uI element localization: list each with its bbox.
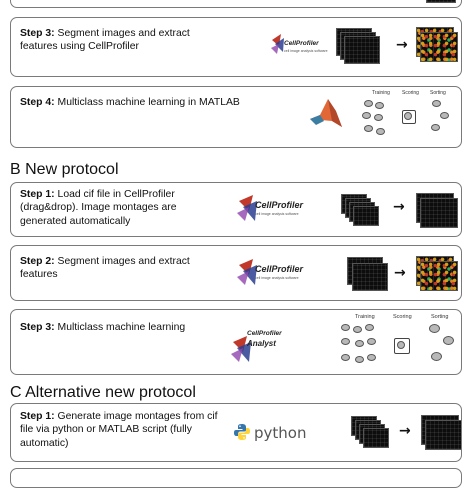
cellprofiler-logo-subtitle: cell image analysis software [255,212,299,216]
cellprofiler-logo-icon [237,259,257,285]
cell-icon [440,112,449,119]
cell-icon [364,100,373,107]
ml-header-scoring: Scoring [393,314,412,320]
step-text: Step 3: Segment images and extract featu… [20,27,225,54]
cell-icon [365,324,374,331]
cpa-logo-line2: Analyst [247,339,276,348]
ml-header-training: Training [355,314,375,320]
cell-icon [341,354,350,361]
cell-icon [429,324,440,333]
cellprofiler-logo-text: CellProfiler [255,264,304,274]
step-label: Step 3: [20,28,55,39]
cell-icon [367,354,376,361]
cell-icon [443,336,454,345]
step-label: Step 3: [20,322,55,333]
cellprofiler-logo-text: CellProfiler [284,40,319,47]
cell-icon [341,324,350,331]
cellprofiler-logo-text: CellProfiler [255,200,304,210]
scoring-frame [394,338,410,354]
step-description: Generate image montages from cif file vi… [20,411,218,449]
step-text: Step 1: Load cif file in CellProfiler (d… [20,188,225,228]
step-label: Step 1: [20,189,55,200]
ml-header-scoring: Scoring [402,90,419,96]
cell-icon [341,338,350,345]
cell-icon [375,102,384,109]
step-box-b-step3: Step 3: Multiclass machine learning Cell… [10,309,462,375]
step-text: Step 1: Generate image montages from cif… [20,410,220,450]
scoring-frame [402,110,416,124]
python-logo-icon [234,424,250,440]
step-description: Multiclass machine learning [54,322,186,333]
step-label: Step 2: [20,256,55,267]
step-description: Segment images and extract features [20,256,190,281]
cell-icon [397,341,405,349]
section-title-c: C Alternative new protocol [10,384,196,401]
ml-header-training: Training [372,90,390,96]
cell-icon [431,352,442,361]
cellprofiler-analyst-logo-icon [231,336,251,362]
arrow-icon: → [399,423,411,439]
python-logo-text: python [254,424,307,442]
cell-icon [367,338,376,345]
cell-icon [374,114,383,121]
cpa-logo-line1: CellProfiler [247,330,282,337]
ml-workflow-panel: Training Scoring Sorting [356,90,456,144]
ml-header-sorting: Sorting [430,90,446,96]
ml-workflow-panel: Training Scoring Sorting [331,314,459,374]
cell-icon [362,112,371,119]
step-text: Step 4: Multiclass machine learning in M… [20,96,280,109]
ml-header-sorting: Sorting [431,314,449,320]
cell-icon [364,125,373,132]
step-box-b-step2: Step 2: Segment images and extract featu… [10,245,462,301]
step-description: Segment images and extract features usin… [20,28,190,53]
step-box-b-step1: Step 1: Load cif file in CellProfiler (d… [10,182,462,237]
cellprofiler-logo-subtitle: cell image analysis software [284,49,328,53]
cell-icon [353,326,362,333]
step-box-a-top-partial [10,0,462,8]
step-text: Step 3: Multiclass machine learning [20,321,235,334]
cell-icon [355,340,364,347]
cell-icon [432,100,441,107]
step-box-a-step3: Step 3: Segment images and extract featu… [10,17,462,77]
cellprofiler-logo-icon [237,195,257,221]
cell-icon [355,356,364,363]
step-box-c-step1: Step 1: Generate image montages from cif… [10,403,462,462]
step-label: Step 4: [20,97,55,108]
section-title-b: B New protocol [10,161,119,178]
step-description: Multiclass machine learning in MATLAB [54,97,240,108]
arrow-icon: → [396,37,408,53]
cell-icon [376,128,385,135]
matlab-logo-icon [310,99,342,127]
cellprofiler-logo-subtitle: cell image analysis software [255,276,299,280]
arrow-icon: → [394,265,406,281]
step-box-c-partial [10,468,462,488]
step-label: Step 1: [20,411,55,422]
step-box-a-step4: Step 4: Multiclass machine learning in M… [10,86,462,148]
cellprofiler-logo-icon [271,34,284,54]
cell-icon [431,124,440,131]
cell-icon [404,112,412,120]
step-description: Load cif file in CellProfiler (drag&drop… [20,189,177,227]
step-text: Step 2: Segment images and extract featu… [20,255,195,282]
arrow-icon: → [393,199,405,215]
